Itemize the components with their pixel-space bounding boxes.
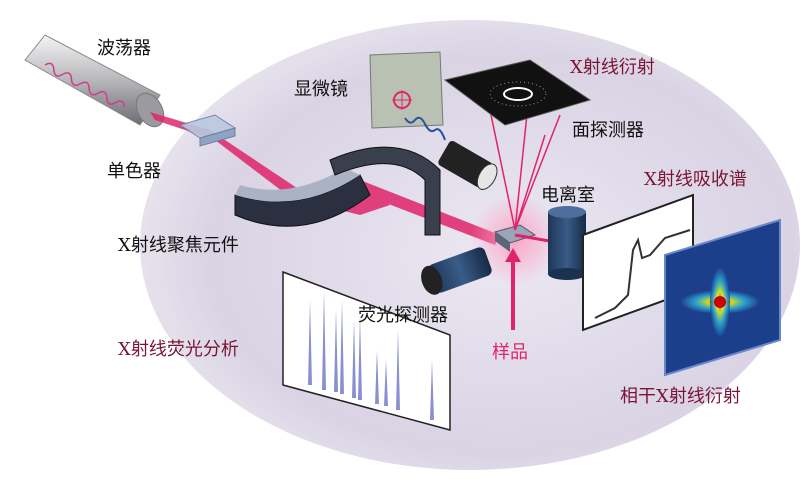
label-fluorescence-detector: 荧光探测器 xyxy=(358,305,448,326)
label-cxd: 相干X射线衍射 xyxy=(620,386,741,407)
ion-chamber xyxy=(548,206,586,280)
label-area-detector: 面探测器 xyxy=(572,120,644,141)
microscope xyxy=(369,51,498,190)
label-xrd: X射线衍射 xyxy=(570,57,655,78)
sample-arrow-head xyxy=(505,248,521,262)
fluorescence-detector xyxy=(421,247,492,295)
focusing-optics xyxy=(234,146,441,236)
coherent-diffraction-panel xyxy=(664,218,781,377)
label-ion-chamber: 电离室 xyxy=(541,185,595,206)
label-focusing-optics: X射线聚焦元件 xyxy=(118,235,239,256)
label-undulator: 波荡器 xyxy=(97,38,151,59)
label-monochromator: 单色器 xyxy=(107,161,161,182)
sample xyxy=(493,224,537,252)
monochromator xyxy=(178,114,237,147)
label-xas: X射线吸收谱 xyxy=(644,169,747,190)
label-xrf: X射线荧光分析 xyxy=(118,339,239,360)
xrf-spectrum-panel xyxy=(282,270,451,431)
label-sample: 样品 xyxy=(492,342,528,363)
area-detector xyxy=(443,59,592,126)
diffraction-rays xyxy=(489,84,561,244)
label-microscope: 显微镜 xyxy=(294,79,348,100)
